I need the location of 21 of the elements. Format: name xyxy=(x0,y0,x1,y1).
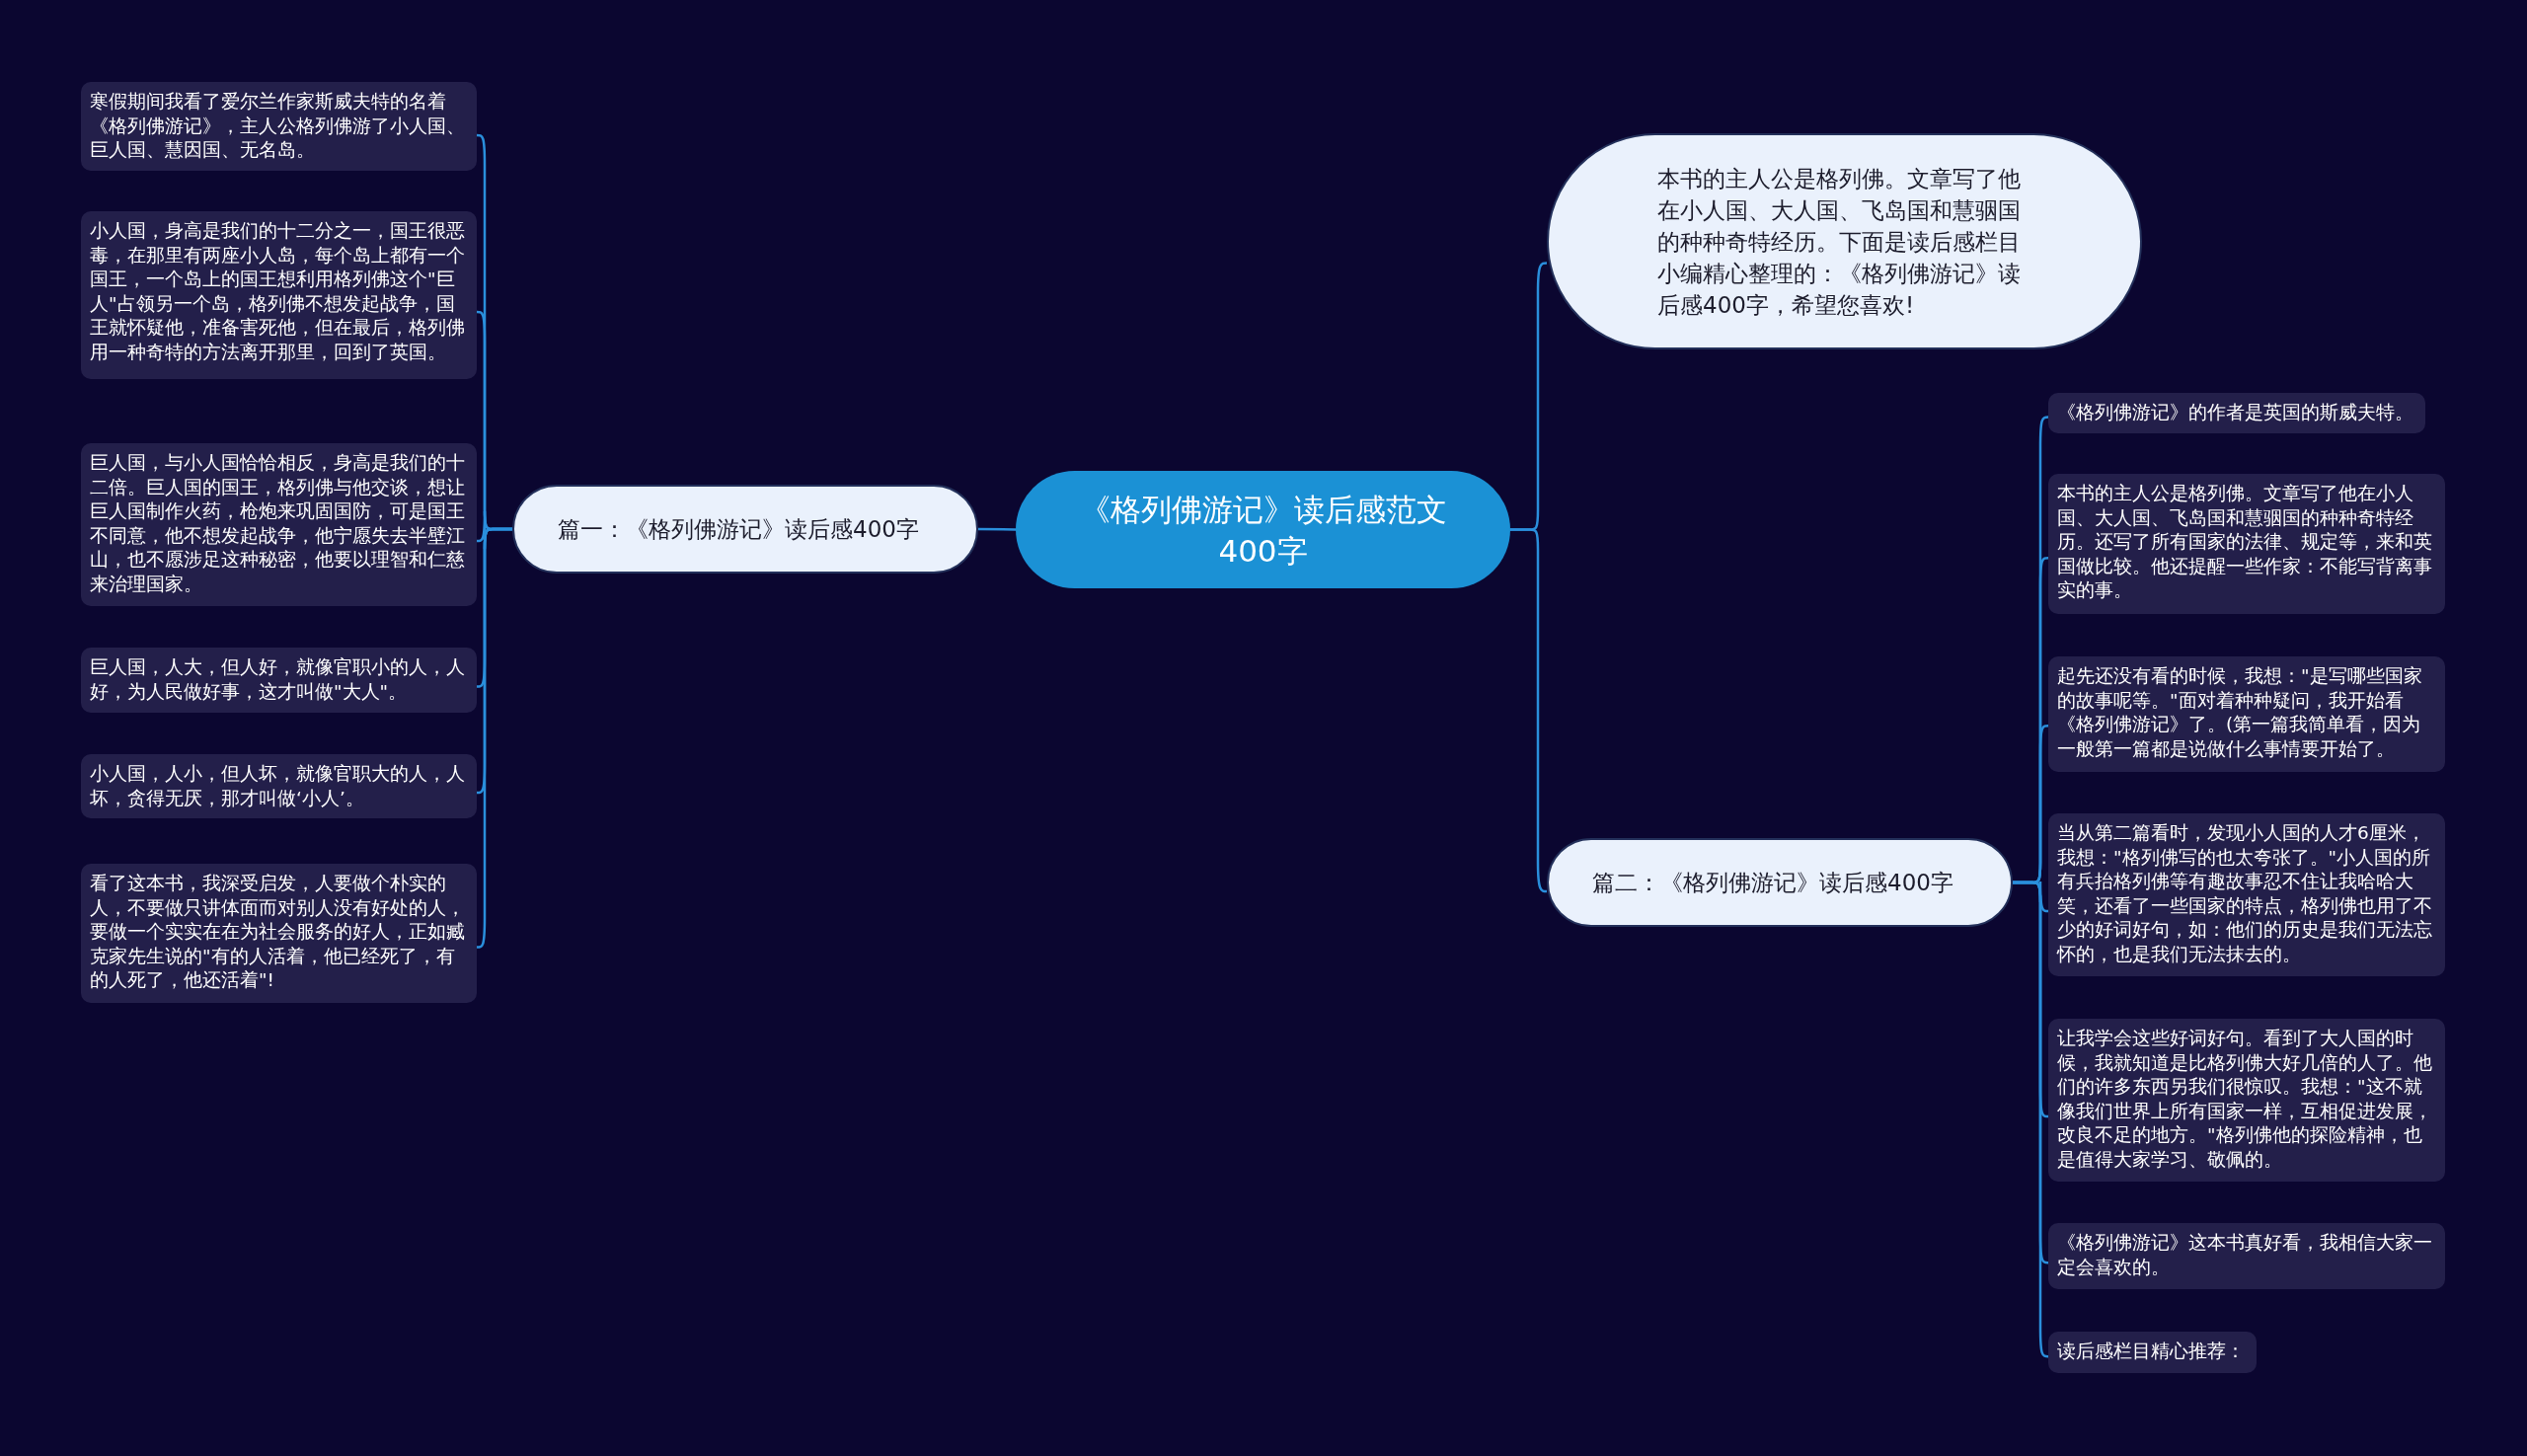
connector-line xyxy=(2013,881,2049,1358)
note-card: 巨人国，与小人国恰恰相反，身高是我们的十二倍。巨人国的国王，格列佛与他交谈，想让巨人国制作火药，枪炮来巩固国防，可是国王不同意，他不想发起战争，他宁愿失去半壁江山，也不愿涉足这种秘密，他要以理智和仁慈来治理国家。 xyxy=(81,443,477,606)
central-topic: 《格列佛游记》读后感范文400字 xyxy=(1016,471,1510,588)
note-card: 寒假期间我看了爱尔兰作家斯威夫特的名着《格列佛游记》，主人公格列佛游了小人国、巨人国、慧因国、无名岛。 xyxy=(81,82,477,171)
topic-bubble: 篇二：《格列佛游记》读后感400字 xyxy=(1547,838,2013,927)
note-card: 当从第二篇看时，发现小人国的人才6厘米，我想："格列佛写的也太夸张了。"小人国的所有兵抬格列佛等有趣故事忍不住让我哈哈大笑，还看了一些国家的特点，格列佛也用了不少的好词好句，如：他们的历史是我们无法忘怀的，也是我们无法抹去的。 xyxy=(2048,813,2445,976)
note-card: 本书的主人公是格列佛。文章写了他在小人国、大人国、飞岛国和慧骃国的种种奇特经历。还写了所有国家的法律、规定等，来和英国做比较。他还提醒一些作家：不能写背离事实的事。 xyxy=(2048,474,2445,614)
note-card: 《格列佛游记》的作者是英国的斯威夫特。 xyxy=(2048,393,2425,433)
note-card: 小人国，身高是我们的十二分之一，国王很恶毒，在那里有两座小人岛，每个岛上都有一个国王，一个岛上的国王想利用格列佛这个"巨人"占领另一个岛，格列佛不想发起战争，国王就怀疑他，准备害死他，但在最后，格列佛用一种奇特的方法离开那里，回到了英国。 xyxy=(81,211,477,379)
connector-line xyxy=(1510,528,1548,893)
note-card: 起先还没有看的时候，我想："是写哪些国家的故事呢等。"面对着种种疑问，我开始看《格列佛游记》了。(第一篇我简单看，因为一般第一篇都是说做什么事情要开始了。 xyxy=(2048,656,2445,772)
connector-line xyxy=(476,527,512,949)
topic-bubble: 本书的主人公是格列佛。文章写了他在小人国、大人国、飞岛国和慧骃国的种种奇特经历。下面是读后感栏目小编精心整理的：《格列佛游记》读后感400字，希望您喜欢! xyxy=(1547,133,2142,349)
note-card: 《格列佛游记》这本书真好看，我相信大家一定会喜欢的。 xyxy=(2048,1223,2445,1289)
note-card: 让我学会这些好词好句。看到了大人国的时候，我就知道是比格列佛大好几倍的人了。他们的许多东西另我们很惊叹。我想："这不就像我们世界上所有国家一样，互相促进发展，改良不足的地方。"格列佛他的探险精神，也是值得大家学习、敬佩的。 xyxy=(2048,1019,2445,1182)
note-card: 读后感栏目精心推荐： xyxy=(2048,1332,2257,1373)
note-card: 看了这本书，我深受启发，人要做个朴实的人，不要做只讲体面而对别人没有好处的人，要做一个实实在在为社会服务的好人，正如臧克家先生说的"有的人活着，他已经死了，有的人死了，他还活着"! xyxy=(81,864,477,1003)
topic-bubble: 篇一：《格列佛游记》读后感400字 xyxy=(512,485,978,574)
connector-line xyxy=(978,527,1016,531)
note-card: 巨人国，人大，但人好，就像官职小的人，人好，为人民做好事，这才叫做"大人"。 xyxy=(81,648,477,713)
note-card: 小人国，人小，但人坏，就像官职大的人，人坏，贪得无厌，那才叫做‘小人’。 xyxy=(81,754,477,818)
